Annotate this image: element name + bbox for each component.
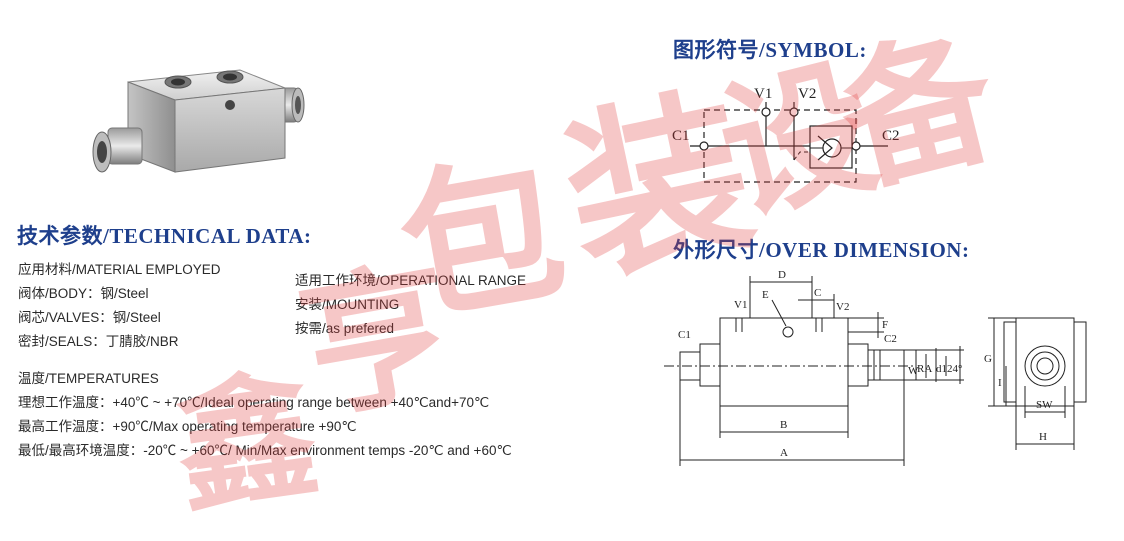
material-line: 阀体/BODY：钢/Steel [18, 286, 149, 301]
dim-label-c: C [814, 287, 821, 299]
symbol-label-v1: V1 [754, 86, 772, 102]
symbol-label-v2: V2 [798, 86, 816, 102]
dim-label-d: D [778, 269, 786, 281]
dim-label-i: I [998, 377, 1002, 389]
temperature-line: 理想工作温度：+40℃ ~ +70℃/Ideal operating range… [18, 395, 490, 410]
temperature-line: 最低/最高环境温度：-20℃ ~ +60℃/ Min/Max environme… [18, 443, 512, 458]
temperature-block: 温度/TEMPERATURES 理想工作温度：+40℃ ~ +70℃/Ideal… [18, 371, 512, 459]
material-line: 应用材料/MATERIAL EMPLOYED [18, 262, 221, 277]
dim-label-b: B [780, 419, 787, 431]
dim-label-d1: d1 [936, 363, 947, 375]
environment-block: 适用工作环境/OPERATIONAL RANGE 安装/MOUNTING 按需/… [295, 273, 526, 337]
dimension-drawing: D E C V1 V2 F C1 C2 B A W RA d1 24° G I … [664, 262, 1104, 472]
dim-label-c1: C1 [678, 329, 691, 341]
dim-label-h: H [1039, 431, 1047, 443]
material-line: 密封/SEALS：丁腈胶/NBR [18, 334, 179, 349]
symbol-label-c1: C1 [672, 128, 690, 144]
dim-label-ra: RA [917, 363, 932, 375]
dim-label-angle: 24° [947, 363, 962, 375]
temperature-line: 温度/TEMPERATURES [18, 371, 159, 386]
dim-label-a: A [780, 447, 788, 459]
product-image [90, 60, 320, 190]
dim-label-sw: SW [1036, 399, 1053, 411]
symbol-title: 图形符号/SYMBOL: [673, 38, 867, 62]
dim-label-v1: V1 [734, 299, 747, 311]
dim-label-c2: C2 [884, 333, 897, 345]
environment-line: 安装/MOUNTING [295, 297, 400, 312]
technical-data-title: 技术参数/TECHNICAL DATA: [17, 224, 312, 248]
dim-label-v2: V2 [836, 301, 849, 313]
dimension-title: 外形尺寸/OVER DIMENSION: [673, 238, 970, 262]
environment-line: 按需/as prefered [295, 321, 395, 336]
symbol-label-c2: C2 [882, 128, 900, 144]
material-block: 应用材料/MATERIAL EMPLOYED 阀体/BODY：钢/Steel 阀… [18, 262, 221, 350]
dim-label-g: G [984, 353, 992, 365]
material-line: 阀芯/VALVES：钢/Steel [18, 310, 161, 325]
environment-line: 适用工作环境/OPERATIONAL RANGE [295, 273, 527, 288]
dim-label-e: E [762, 289, 769, 301]
dim-label-f: F [882, 319, 888, 331]
temperature-line: 最高工作温度：+90℃/Max operating temperature +9… [18, 419, 357, 434]
hydraulic-symbol: V1 V2 C1 C2 [660, 78, 920, 190]
dim-label-w: W [908, 365, 919, 377]
